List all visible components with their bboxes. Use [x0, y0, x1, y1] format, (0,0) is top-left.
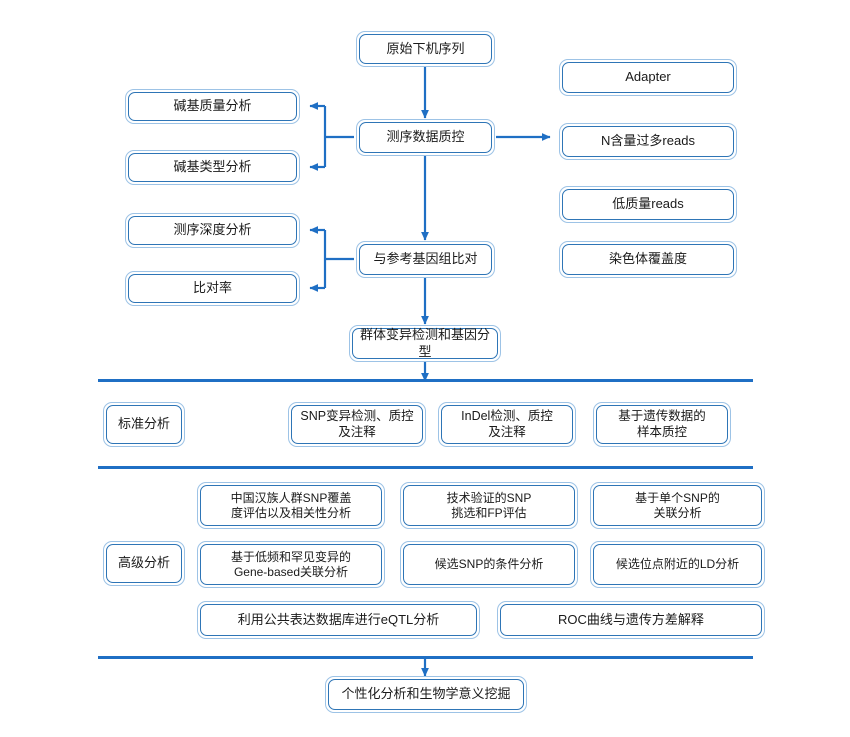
node-qc[interactable]: 测序数据质控: [356, 119, 495, 156]
divider-advanced-bottom: [98, 656, 753, 659]
node-low-quality-reads-label: 低质量reads: [612, 196, 684, 212]
node-indel-detection-qc-annotation[interactable]: InDel检测、质控 及注释: [438, 402, 576, 447]
node-public-expression-eqtl-label: 利用公共表达数据库进行eQTL分析: [237, 611, 440, 627]
node-candidate-locus-ld-label: 候选位点附近的LD分析: [615, 557, 740, 571]
node-genetic-data-sample-qc-label: 基于遗传数据的 样本质控: [618, 408, 706, 439]
divider-standard-top: [98, 379, 753, 382]
node-single-snp-association[interactable]: 基于单个SNP的 关联分析: [590, 482, 765, 529]
node-roc-genetic-variance[interactable]: ROC曲线与遗传方差解释: [497, 601, 765, 639]
node-public-expression-eqtl[interactable]: 利用公共表达数据库进行eQTL分析: [197, 601, 480, 639]
node-alignment-rate-label: 比对率: [192, 280, 232, 296]
node-variant-calling-genotyping[interactable]: 群体变异检测和基因分型: [349, 325, 501, 362]
section-label-advanced-analysis-text: 高级分析: [117, 555, 170, 571]
node-align-reference-label: 与参考基因组比对: [373, 251, 478, 267]
node-base-type-analysis[interactable]: 碱基类型分析: [125, 150, 300, 185]
node-align-reference[interactable]: 与参考基因组比对: [356, 241, 495, 278]
section-label-standard-analysis[interactable]: 标准分析: [103, 402, 185, 447]
node-validated-snp-selection-fp-label: 技术验证的SNP 挑选和FP评估: [446, 490, 532, 520]
node-base-quality-analysis-label: 碱基质量分析: [173, 98, 252, 114]
divider-standard-bottom: [98, 466, 753, 469]
node-validated-snp-selection-fp[interactable]: 技术验证的SNP 挑选和FP评估: [400, 482, 578, 529]
node-indel-detection-qc-annotation-label: InDel检测、质控 及注释: [461, 408, 553, 439]
node-genetic-data-sample-qc[interactable]: 基于遗传数据的 样本质控: [593, 402, 731, 447]
node-base-type-analysis-label: 碱基类型分析: [173, 159, 252, 175]
node-snp-detection-qc-annotation[interactable]: SNP变异检测、质控 及注释: [288, 402, 426, 447]
node-han-chinese-snp-coverage[interactable]: 中国汉族人群SNP覆盖 度评估以及相关性分析: [197, 482, 385, 529]
node-personalized-analysis[interactable]: 个性化分析和生物学意义挖掘: [325, 676, 527, 713]
node-gene-based-association[interactable]: 基于低频和罕见变异的 Gene-based关联分析: [197, 541, 385, 588]
node-candidate-snp-conditional[interactable]: 候选SNP的条件分析: [400, 541, 578, 588]
node-raw-sequence[interactable]: 原始下机序列: [356, 31, 495, 67]
node-variant-calling-genotyping-label: 群体变异检测和基因分型: [359, 327, 490, 359]
node-sequencing-depth-analysis[interactable]: 测序深度分析: [125, 213, 300, 248]
node-adapter-label: Adapter: [625, 69, 671, 85]
node-low-quality-reads[interactable]: 低质量reads: [559, 186, 737, 223]
node-adapter[interactable]: Adapter: [559, 59, 737, 96]
node-gene-based-association-label: 基于低频和罕见变异的 Gene-based关联分析: [230, 549, 351, 579]
section-label-advanced-analysis[interactable]: 高级分析: [103, 541, 185, 586]
node-single-snp-association-label: 基于单个SNP的 关联分析: [635, 490, 720, 520]
node-raw-sequence-label: 原始下机序列: [386, 40, 465, 56]
node-base-quality-analysis[interactable]: 碱基质量分析: [125, 89, 300, 124]
node-han-chinese-snp-coverage-label: 中国汉族人群SNP覆盖 度评估以及相关性分析: [230, 490, 352, 520]
node-alignment-rate[interactable]: 比对率: [125, 271, 300, 306]
node-chromosome-coverage-label: 染色体覆盖度: [608, 251, 687, 267]
node-roc-genetic-variance-label: ROC曲线与遗传方差解释: [558, 611, 704, 627]
node-personalized-analysis-label: 个性化分析和生物学意义挖掘: [341, 686, 511, 702]
node-chromosome-coverage[interactable]: 染色体覆盖度: [559, 241, 737, 278]
node-snp-detection-qc-annotation-label: SNP变异检测、质控 及注释: [300, 408, 414, 439]
node-sequencing-depth-analysis-label: 测序深度分析: [173, 222, 252, 238]
section-label-standard-analysis-text: 标准分析: [117, 416, 170, 432]
node-high-n-reads[interactable]: N含量过多reads: [559, 123, 737, 160]
node-qc-label: 测序数据质控: [386, 129, 465, 145]
node-candidate-snp-conditional-label: 候选SNP的条件分析: [434, 557, 544, 571]
node-candidate-locus-ld[interactable]: 候选位点附近的LD分析: [590, 541, 765, 588]
node-high-n-reads-label: N含量过多reads: [601, 133, 695, 149]
